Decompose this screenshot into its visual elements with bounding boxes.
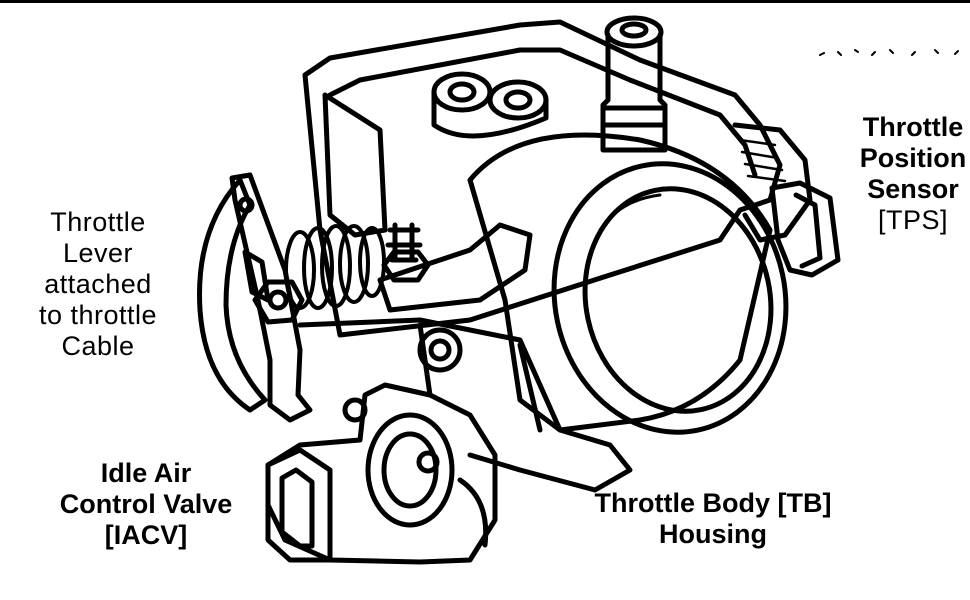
lever-cutout (242, 249, 271, 303)
housing-back-plate (302, 19, 783, 338)
vent-pipe (600, 32, 668, 153)
iacv-label-line-2: Control Valve (59, 489, 233, 519)
speckle-marks (819, 49, 959, 56)
throttle-lever-label-line-2: Lever (62, 238, 134, 268)
top-boss-1 (431, 71, 493, 113)
iacv-boss (365, 412, 455, 528)
lower-bolt-boss (417, 327, 463, 373)
throttle-lever-label-line-1: Throttle (50, 207, 146, 237)
top-boss-1-hole (447, 81, 477, 103)
throttle-lever-label-line-3: attached (44, 269, 152, 299)
throttle-body-label-line-2: Housing (659, 519, 767, 549)
lever-sector-plate (197, 177, 268, 413)
bore-cylinder-body (467, 132, 773, 433)
linkage-nut (381, 249, 431, 283)
bore-opening-inner (582, 186, 774, 414)
vent-pipe-bore (619, 21, 649, 39)
iacv-label-line-3: [IACV] (104, 520, 188, 550)
tps-label: Throttle Position Sensor [TPS] (838, 112, 970, 236)
throttle-lever-label-line-4: to throttle (38, 300, 158, 330)
lever-hole (237, 196, 255, 214)
tps-label-line-3: Sensor (867, 174, 959, 204)
throttle-body-label: Throttle Body [TB] Housing (558, 488, 868, 550)
iacv-connector (265, 447, 333, 563)
tps-fins (738, 138, 787, 183)
iacv-label-line-1: Idle Air (100, 458, 192, 488)
tps-label-line-4: [TPS] (877, 205, 948, 235)
bore-highlight (598, 193, 662, 232)
vent-pipe-top (604, 15, 664, 49)
lower-bolt (428, 338, 452, 362)
housing-left-flange (322, 92, 388, 238)
iacv-screw (342, 397, 368, 423)
tps-label-line-2: Position (859, 143, 967, 173)
lever-nut-center (267, 289, 289, 311)
throttle-lever-label: Throttle Lever attached to throttle Cabl… (18, 207, 178, 362)
linkage-bracket (377, 222, 533, 313)
lever-nut (252, 279, 305, 325)
tps-connector (769, 180, 841, 278)
lower-body (297, 317, 633, 493)
throttle-lever-label-line-5: Cable (61, 331, 135, 361)
top-boss-2-hole (503, 89, 533, 111)
top-boss-bridge (431, 89, 549, 139)
vent-pipe-collar (600, 105, 668, 128)
top-boss-2 (487, 79, 549, 121)
tps-connector-slot (793, 192, 823, 269)
iacv-label: Idle Air Control Valve [IACV] (26, 458, 266, 551)
linkage-stud (385, 222, 423, 263)
tps-label-line-1: Throttle (862, 112, 964, 142)
throttle-body-label-line-1: Throttle Body [TB] (594, 488, 832, 518)
bore-opening-outer (551, 161, 789, 435)
iacv-connector-slot (279, 467, 315, 549)
iacv-screw-2 (416, 450, 440, 474)
lever-arm (229, 172, 313, 423)
iacv-flange (457, 477, 489, 548)
